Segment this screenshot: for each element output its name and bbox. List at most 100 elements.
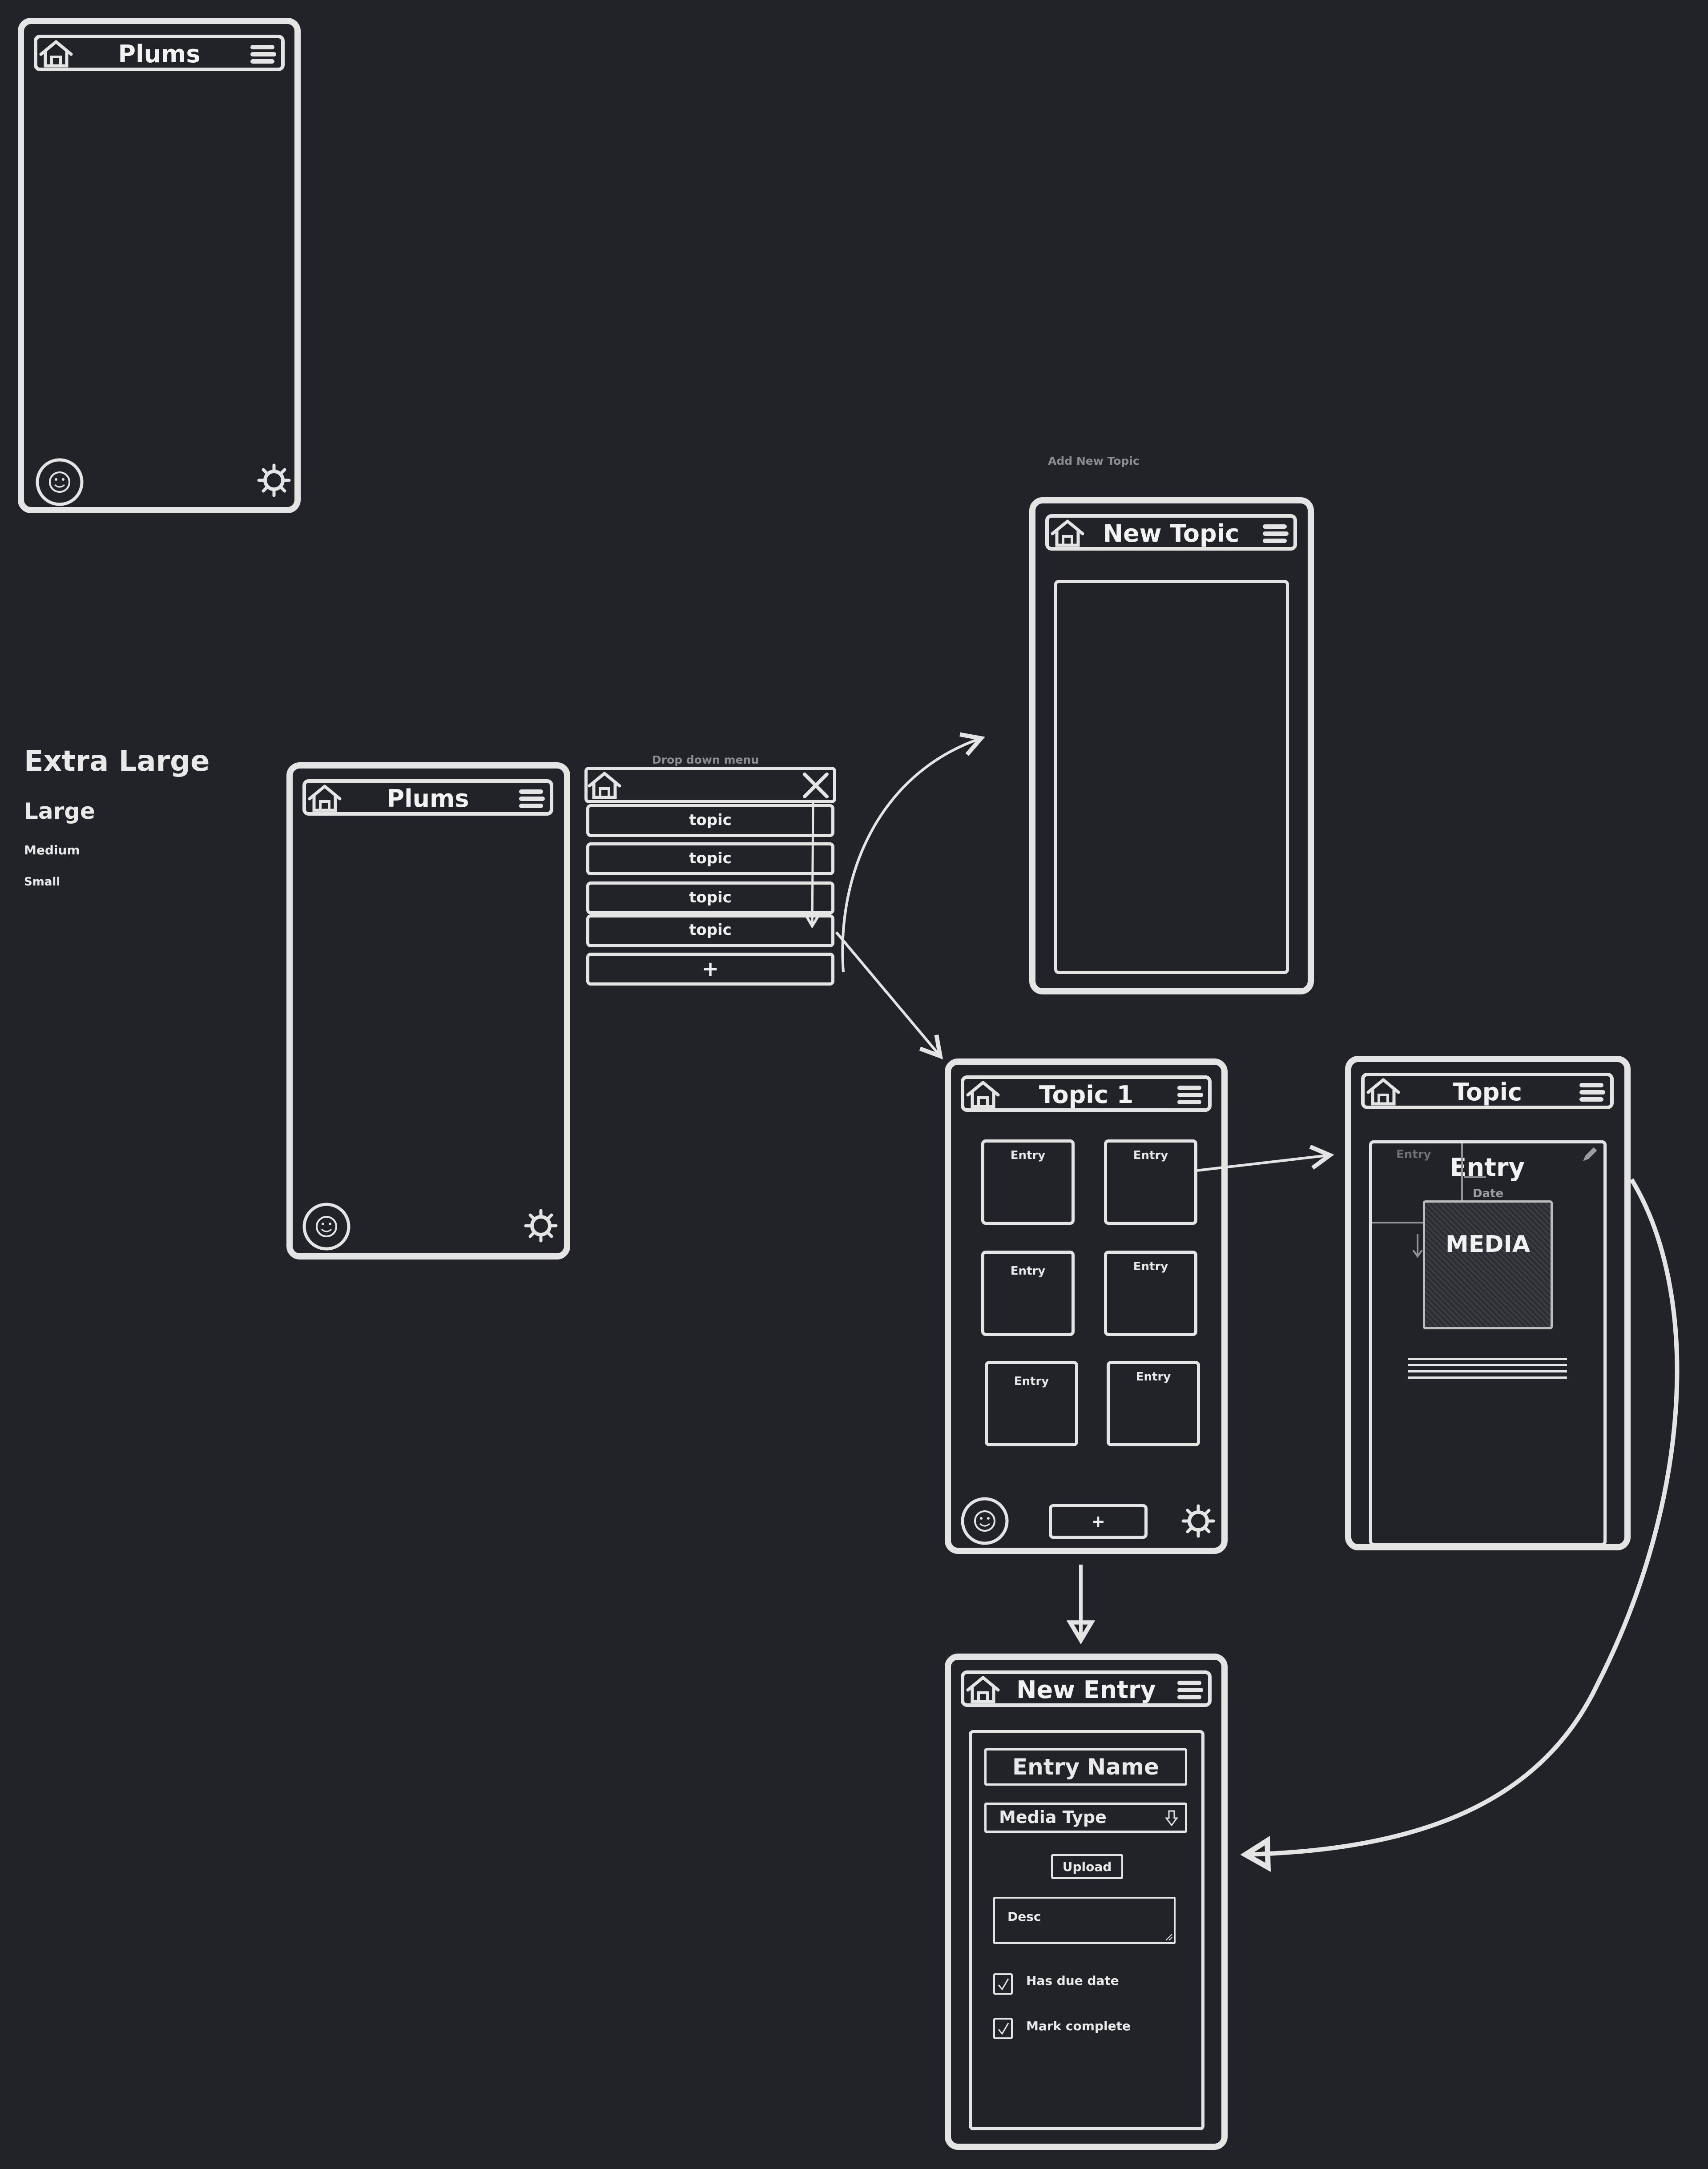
arrow-to-topic-1: [835, 931, 943, 1060]
add-entry-button[interactable]: +: [1049, 1504, 1148, 1539]
dropdown-item-topic[interactable]: topic: [586, 881, 834, 914]
home-screen: Plums: [286, 762, 570, 1260]
entry-tile[interactable]: Entry: [981, 1251, 1075, 1336]
screen-title: Topic 1: [1039, 1081, 1134, 1109]
note-add-new-topic: Add New Topic: [1048, 455, 1140, 467]
home-icon[interactable]: [1366, 1077, 1400, 1106]
home-icon[interactable]: [966, 1675, 1000, 1703]
resize-handle-icon[interactable]: [1163, 1932, 1173, 1941]
home-icon[interactable]: [588, 771, 621, 799]
entry-tile-label: Entry: [1010, 1264, 1046, 1278]
media-label: MEDIA: [1445, 1231, 1531, 1258]
home-icon[interactable]: [1051, 519, 1084, 547]
screen-title: New Entry: [1016, 1676, 1156, 1704]
smiley-icon[interactable]: [960, 1496, 1010, 1546]
entry-detail-card: Entry Entry Date MEDIA: [1369, 1140, 1607, 1546]
divider-horizontal: [1372, 1222, 1425, 1223]
entry-tile[interactable]: Entry: [1104, 1139, 1197, 1225]
has-due-date-label: Has due date: [1026, 1973, 1119, 1988]
entry-tile[interactable]: Entry: [981, 1139, 1075, 1225]
divider-vertical: [1461, 1143, 1463, 1206]
screen-title: Plums: [118, 40, 201, 68]
gear-icon[interactable]: [1181, 1504, 1215, 1538]
text-line: [1408, 1376, 1567, 1379]
hamburger-menu-icon[interactable]: [250, 44, 277, 66]
home-screen-small: Plums: [18, 18, 301, 513]
text-line: [1408, 1370, 1567, 1372]
media-type-label: Media Type: [999, 1807, 1107, 1827]
entry-tile[interactable]: Entry: [1107, 1361, 1200, 1446]
header-bar: Plums: [34, 35, 285, 71]
has-due-date-checkbox[interactable]: [993, 1973, 1013, 1995]
home-icon[interactable]: [966, 1080, 1000, 1108]
media-placeholder[interactable]: MEDIA: [1423, 1200, 1553, 1329]
dropdown-add-button[interactable]: +: [586, 953, 834, 986]
arrow-edit-to-new-entry: [1245, 1178, 1680, 1855]
checkmark-icon: [998, 2023, 1009, 2035]
text-line: [1408, 1364, 1567, 1366]
note-drop-down-menu: Drop down menu: [652, 753, 759, 766]
smiley-icon[interactable]: [302, 1202, 351, 1252]
description-lines: [1408, 1358, 1567, 1384]
topic-detail-screen: Topic Entry Entry Date MEDIA: [1345, 1056, 1631, 1550]
entry-date-label: Date: [1473, 1187, 1504, 1200]
topic-1-screen: Topic 1 Entry Entry Entry Entry Entry En…: [945, 1058, 1228, 1554]
mark-complete-checkbox[interactable]: [993, 2018, 1013, 2039]
legend-extra-large: Extra Large: [24, 745, 210, 778]
dropdown-item-topic[interactable]: topic: [586, 914, 834, 947]
home-icon[interactable]: [39, 39, 73, 68]
legend-medium: Medium: [24, 843, 80, 857]
upload-label: Upload: [1062, 1859, 1112, 1874]
entry-tile-label: Entry: [1136, 1370, 1171, 1384]
topic-content-area[interactable]: [1054, 580, 1289, 974]
checkmark-icon: [998, 1978, 1009, 1991]
dropdown-header: [584, 767, 836, 803]
legend-small: Small: [24, 875, 60, 889]
new-entry-screen: New Entry Entry Name Media Type Upload D…: [945, 1654, 1228, 2150]
legend-large: Large: [24, 798, 95, 824]
new-entry-form: Entry Name Media Type Upload Desc Has du…: [969, 1730, 1204, 2130]
screen-title: Topic: [1453, 1078, 1522, 1106]
header-bar: Plums: [302, 779, 553, 816]
hamburger-menu-icon[interactable]: [519, 788, 545, 810]
dropdown-item-topic[interactable]: topic: [586, 804, 834, 837]
header-bar: New Entry: [961, 1670, 1212, 1707]
arrow-to-new-topic: [841, 732, 985, 973]
arrow-down-icon: [1412, 1234, 1423, 1258]
pencil-icon[interactable]: [1582, 1146, 1598, 1162]
arrow-to-entry-detail: [1196, 1144, 1334, 1172]
entry-tile-label: Entry: [1010, 1149, 1046, 1162]
desc-placeholder: Desc: [1007, 1909, 1041, 1924]
header-bar: New Topic: [1045, 514, 1297, 551]
screen-title: New Topic: [1103, 519, 1240, 547]
media-type-select[interactable]: Media Type: [984, 1803, 1187, 1833]
home-icon[interactable]: [308, 784, 342, 812]
text-line: [1408, 1358, 1567, 1360]
header-bar: Topic: [1361, 1073, 1614, 1109]
entry-name-field[interactable]: Entry Name: [984, 1748, 1187, 1786]
entry-tile[interactable]: Entry: [1104, 1251, 1197, 1336]
dropdown-item-topic[interactable]: topic: [586, 842, 834, 875]
smiley-icon[interactable]: [35, 457, 85, 507]
entry-tile-label: Entry: [1014, 1375, 1049, 1388]
hamburger-menu-icon[interactable]: [1579, 1082, 1606, 1104]
upload-button[interactable]: Upload: [1051, 1854, 1123, 1879]
header-bar: Topic 1: [961, 1075, 1212, 1112]
entry-tile[interactable]: Entry: [985, 1361, 1078, 1446]
arrow-right-small: [1464, 1176, 1486, 1178]
entry-tile-label: Entry: [1133, 1149, 1168, 1162]
new-topic-screen: New Topic: [1029, 497, 1314, 994]
desc-textarea[interactable]: Desc: [993, 1897, 1176, 1944]
mark-complete-label: Mark complete: [1026, 2019, 1131, 2033]
chevron-down-icon: [1165, 1810, 1178, 1827]
close-icon[interactable]: [802, 772, 830, 799]
entry-name-label: Entry Name: [1012, 1754, 1159, 1780]
dropdown-inner-arrow: [812, 803, 813, 926]
gear-icon[interactable]: [524, 1209, 558, 1243]
hamburger-menu-icon[interactable]: [1262, 523, 1289, 545]
entry-corner-label: Entry: [1396, 1148, 1431, 1161]
hamburger-menu-icon[interactable]: [1177, 1679, 1204, 1702]
hamburger-menu-icon[interactable]: [1177, 1084, 1204, 1107]
gear-icon[interactable]: [257, 463, 291, 497]
